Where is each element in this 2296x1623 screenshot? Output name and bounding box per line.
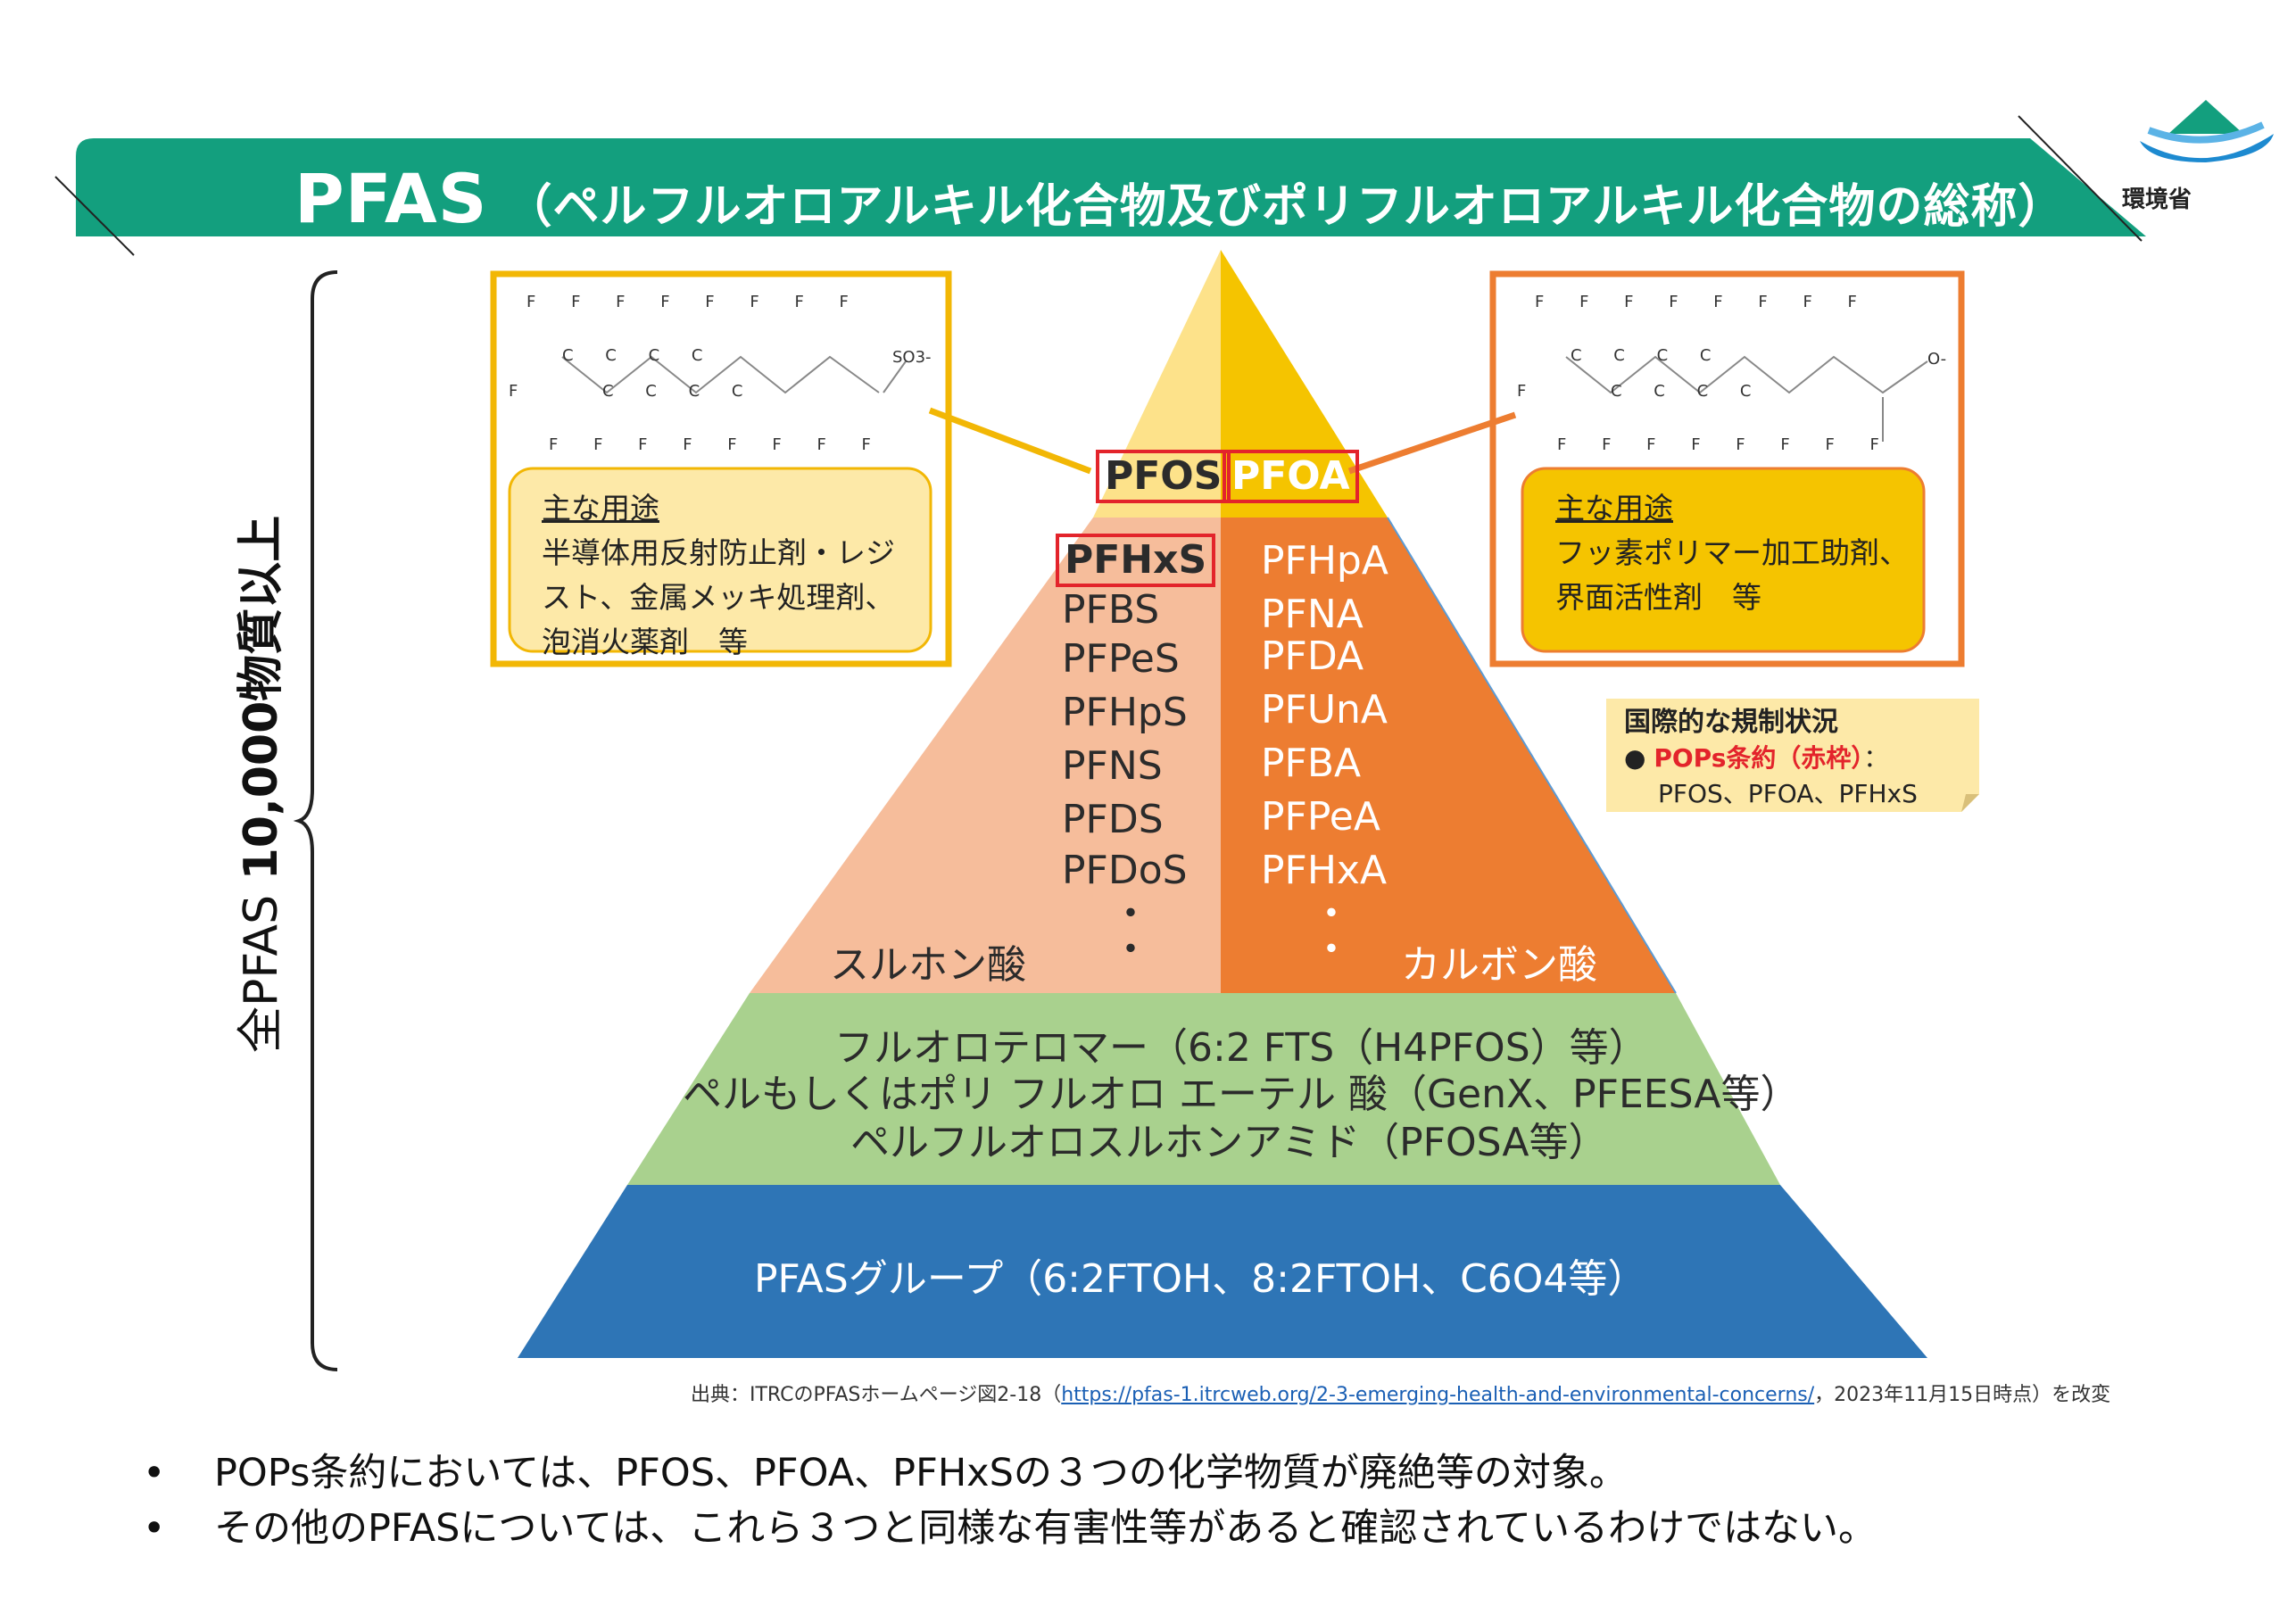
pyramid-tier3 bbox=[627, 993, 1780, 1185]
title-main: PFAS bbox=[294, 159, 488, 238]
right-item: PFUnA bbox=[1261, 687, 1388, 733]
sulfonic-acid-label: スルホン酸 bbox=[830, 942, 1026, 988]
banner-right-line bbox=[2018, 115, 2143, 242]
regulation-item-colon: ： bbox=[1863, 743, 1889, 773]
right-item: PFPeA bbox=[1261, 794, 1380, 840]
summary-bullet-text: その他のPFASについては、これら３つと同様な有害性等があると確認されているわけ… bbox=[214, 1506, 1877, 1551]
summary-bullets: •POPs条約においては、PFOS、PFOA、PFHxSの３つの化学物質が廃絶等… bbox=[143, 1445, 1877, 1556]
pfoa-usage-line: 界面活性剤 等 bbox=[1555, 580, 1761, 615]
tier3-line: フルオロテロマー（6:2 FTS（H4PFOS）等） bbox=[834, 1025, 1648, 1071]
ministry-logo-icon bbox=[2140, 100, 2274, 162]
right-item: PFDA bbox=[1261, 633, 1364, 679]
pfoa-usage-line: フッ素ポリマー加工助剤、 bbox=[1555, 535, 1909, 570]
pfos-usage-box bbox=[508, 467, 932, 653]
left-ellipsis: ・・ bbox=[1111, 891, 1150, 973]
source-link[interactable]: https://pfas-1.itrcweb.org/2-3-emerging-… bbox=[1061, 1384, 1815, 1406]
header-banner-corner bbox=[76, 138, 94, 236]
page-title: PFAS （ペルフルオロアルキル化合物及びポリフルオロアルキル化合物の総称） bbox=[294, 159, 2064, 238]
tier4-label: PFASグループ（6:2FTOH、8:2FTOH、C6O4等） bbox=[754, 1256, 1647, 1302]
pyramid-tier4 bbox=[518, 1185, 1927, 1358]
pfos-chem-end: SO3- bbox=[892, 348, 932, 367]
pyramid-mid-left bbox=[750, 518, 1221, 993]
left-item: PFNS bbox=[1062, 743, 1163, 789]
left-item: PFBS bbox=[1062, 587, 1160, 633]
right-ellipsis: ・・ bbox=[1312, 891, 1351, 973]
regulation-title: 国際的な規制状況 bbox=[1624, 707, 1838, 738]
side-brace bbox=[293, 270, 338, 1371]
left-item: PFHpS bbox=[1062, 690, 1188, 735]
carboxylic-acid-label: カルボン酸 bbox=[1401, 942, 1597, 988]
regulation-item-red: POPs条約（赤枠） bbox=[1654, 743, 1864, 773]
summary-bullet-text: POPs条約においては、PFOS、PFOA、PFHxSの３つの化学物質が廃絶等の… bbox=[214, 1451, 1628, 1495]
pyramid-edge-line bbox=[1387, 517, 1677, 994]
pfoa-connector bbox=[1347, 411, 1517, 475]
regulation-note bbox=[1606, 699, 1979, 812]
summary-bullet: •POPs条約においては、PFOS、PFOA、PFHxSの３つの化学物質が廃絶等… bbox=[143, 1451, 1628, 1495]
pfoa-usage-heading: 主な用途 bbox=[1555, 491, 1673, 526]
regulation-note-fold bbox=[1961, 794, 1979, 812]
regulation-item-list: PFOS、PFOA、PFHxS bbox=[1658, 779, 1918, 808]
right-item: PFHxA bbox=[1261, 848, 1388, 893]
left-item: PFDS bbox=[1062, 797, 1164, 842]
pfhxs-label: PFHxS bbox=[1056, 534, 1216, 587]
right-item: PFNA bbox=[1261, 592, 1364, 637]
pfos-label: PFOS bbox=[1096, 450, 1231, 503]
left-item: PFPeS bbox=[1062, 636, 1180, 682]
source-suffix: ，2023年11月15日時点）を改変 bbox=[1814, 1384, 2111, 1406]
right-item: PFBA bbox=[1261, 741, 1362, 786]
header-banner bbox=[94, 138, 2146, 236]
pfoa-label: PFOA bbox=[1223, 450, 1359, 503]
pfos-usage-text: 主な用途 半導体用反射防止剤・レジ スト、金属メッキ処理剤、 泡消火薬剤 等 bbox=[542, 486, 895, 665]
pfos-connector bbox=[928, 407, 1092, 475]
summary-bullet: •その他のPFASについては、これら３つと同様な有害性等があると確認されているわ… bbox=[143, 1506, 1877, 1551]
pfos-usage-line: 半導体用反射防止剤・レジ bbox=[542, 535, 895, 570]
pfoa-usage-text: 主な用途 フッ素ポリマー加工助剤、 界面活性剤 等 bbox=[1555, 486, 1909, 620]
title-sub: （ペルフルオロアルキル化合物及びポリフルオロアルキル化合物の総称） bbox=[505, 180, 2066, 234]
banner-left-line bbox=[54, 176, 135, 256]
pfos-usage-line: 泡消火薬剤 等 bbox=[542, 625, 748, 659]
source-prefix: 出典：ITRCのPFASホームページ図2-18（ bbox=[691, 1384, 1062, 1406]
pfoa-chem-end: O- bbox=[1927, 350, 1947, 368]
right-item: PFHpA bbox=[1261, 538, 1388, 584]
source-citation: 出典：ITRCのPFASホームページ図2-18（https://pfas-1.i… bbox=[691, 1379, 2110, 1407]
tier3-line: ペルフルオロスルホンアミド（PFOSA等） bbox=[850, 1120, 1608, 1165]
pfos-usage-heading: 主な用途 bbox=[542, 491, 659, 526]
pfos-chemical-structure bbox=[561, 355, 907, 394]
left-item: PFDoS bbox=[1062, 848, 1188, 893]
regulation-bullet: ● bbox=[1624, 743, 1646, 773]
ministry-logo-text: 環境省 bbox=[2122, 186, 2192, 213]
pfoa-usage-box bbox=[1521, 467, 1926, 653]
pfos-usage-line: スト、金属メッキ処理剤、 bbox=[542, 580, 895, 615]
pyramid-mid-right bbox=[1221, 518, 1676, 993]
tier3-line: ペルもしくはポリ フルオロ エーテル 酸（GenX、PFEESA等） bbox=[683, 1072, 1800, 1117]
pfoa-chemical-structure bbox=[1565, 355, 1928, 442]
regulation-text: 国際的な規制状況 ● POPs条約（赤枠）： PFOS、PFOA、PFHxS bbox=[1624, 705, 1918, 812]
